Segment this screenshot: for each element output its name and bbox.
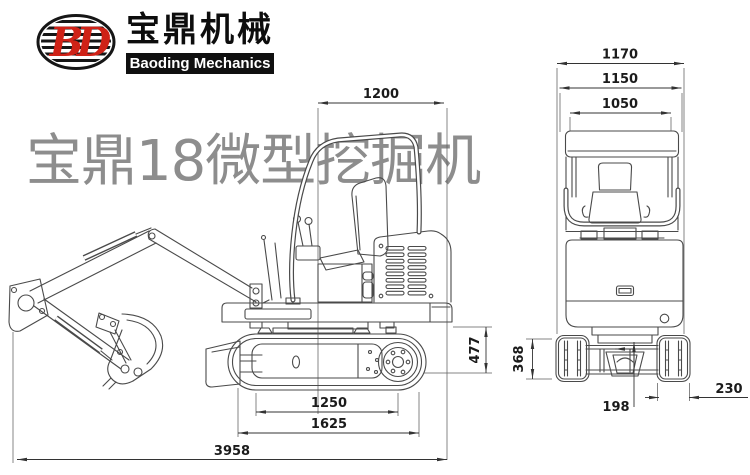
side-track: [227, 326, 427, 391]
dim-1200: 1200: [363, 87, 399, 102]
side-view: 1200 477 1250 1625 3958: [8, 87, 492, 463]
dim-1050: 1050: [602, 97, 638, 112]
grab-handle-right: [643, 205, 651, 218]
body-handle: [615, 285, 635, 297]
rear-track-right: [656, 334, 691, 383]
rear-seat: [588, 162, 642, 224]
dozer-blade: [205, 340, 263, 388]
platform: [221, 302, 453, 323]
dim-198: 198: [602, 400, 629, 415]
front-boom: [29, 230, 157, 304]
rear-track-left: [555, 334, 590, 383]
drive-sprocket: [377, 341, 419, 383]
rear-undercarriage: [555, 334, 691, 383]
engine-compartment: [362, 230, 452, 303]
seat-backrest: [351, 177, 389, 257]
rear-body: [565, 239, 684, 344]
bucket-linkage: [95, 312, 120, 335]
engine-vents: [385, 245, 427, 296]
rear-extension-lines: [526, 68, 690, 401]
boom-pivot-plate: [8, 278, 49, 332]
rear-view: 1170 1150 1050 368 198 230: [512, 48, 748, 415]
swing-bracket: [249, 283, 263, 309]
track-frame: [251, 343, 383, 379]
seat-cushion: [319, 249, 365, 271]
dim-1250: 1250: [311, 396, 347, 411]
logo-stripes: [41, 20, 111, 62]
rear-dimensions: 1170 1150 1050 368 198 230: [512, 48, 748, 415]
swing-bearing: [287, 321, 369, 330]
fuel-cap: [659, 313, 670, 324]
canopy: [285, 132, 422, 305]
brand-name-cn: 宝鼎机械: [126, 10, 274, 50]
control-levers: [260, 214, 321, 304]
upper-boom: [147, 228, 257, 303]
dim-368: 368: [512, 345, 527, 372]
upper-structure: [221, 132, 453, 330]
dim-230: 230: [715, 382, 742, 397]
grab-handle-left: [581, 205, 589, 218]
brand-logo: BD 宝鼎机械 Baoding Mechanics: [34, 8, 274, 76]
dim-477: 477: [468, 336, 483, 363]
boom-assembly: [8, 227, 263, 390]
bucket: [102, 313, 164, 390]
dim-1170: 1170: [602, 48, 638, 63]
dim-3958: 3958: [214, 444, 250, 459]
rear-canopy: [563, 130, 681, 240]
canopy-roof: [564, 130, 680, 158]
operator-seat: [317, 177, 389, 303]
logo-emblem: BD: [36, 14, 118, 70]
side-dimensions: 1200 477 1250 1625 3958: [17, 87, 488, 462]
dim-1150: 1150: [602, 72, 638, 87]
dim-1625: 1625: [311, 417, 347, 432]
watermark-text: 宝鼎18微型挖掘机: [26, 129, 481, 194]
brand-name-en: Baoding Mechanics: [126, 53, 274, 74]
side-extension-lines: [12, 108, 492, 463]
